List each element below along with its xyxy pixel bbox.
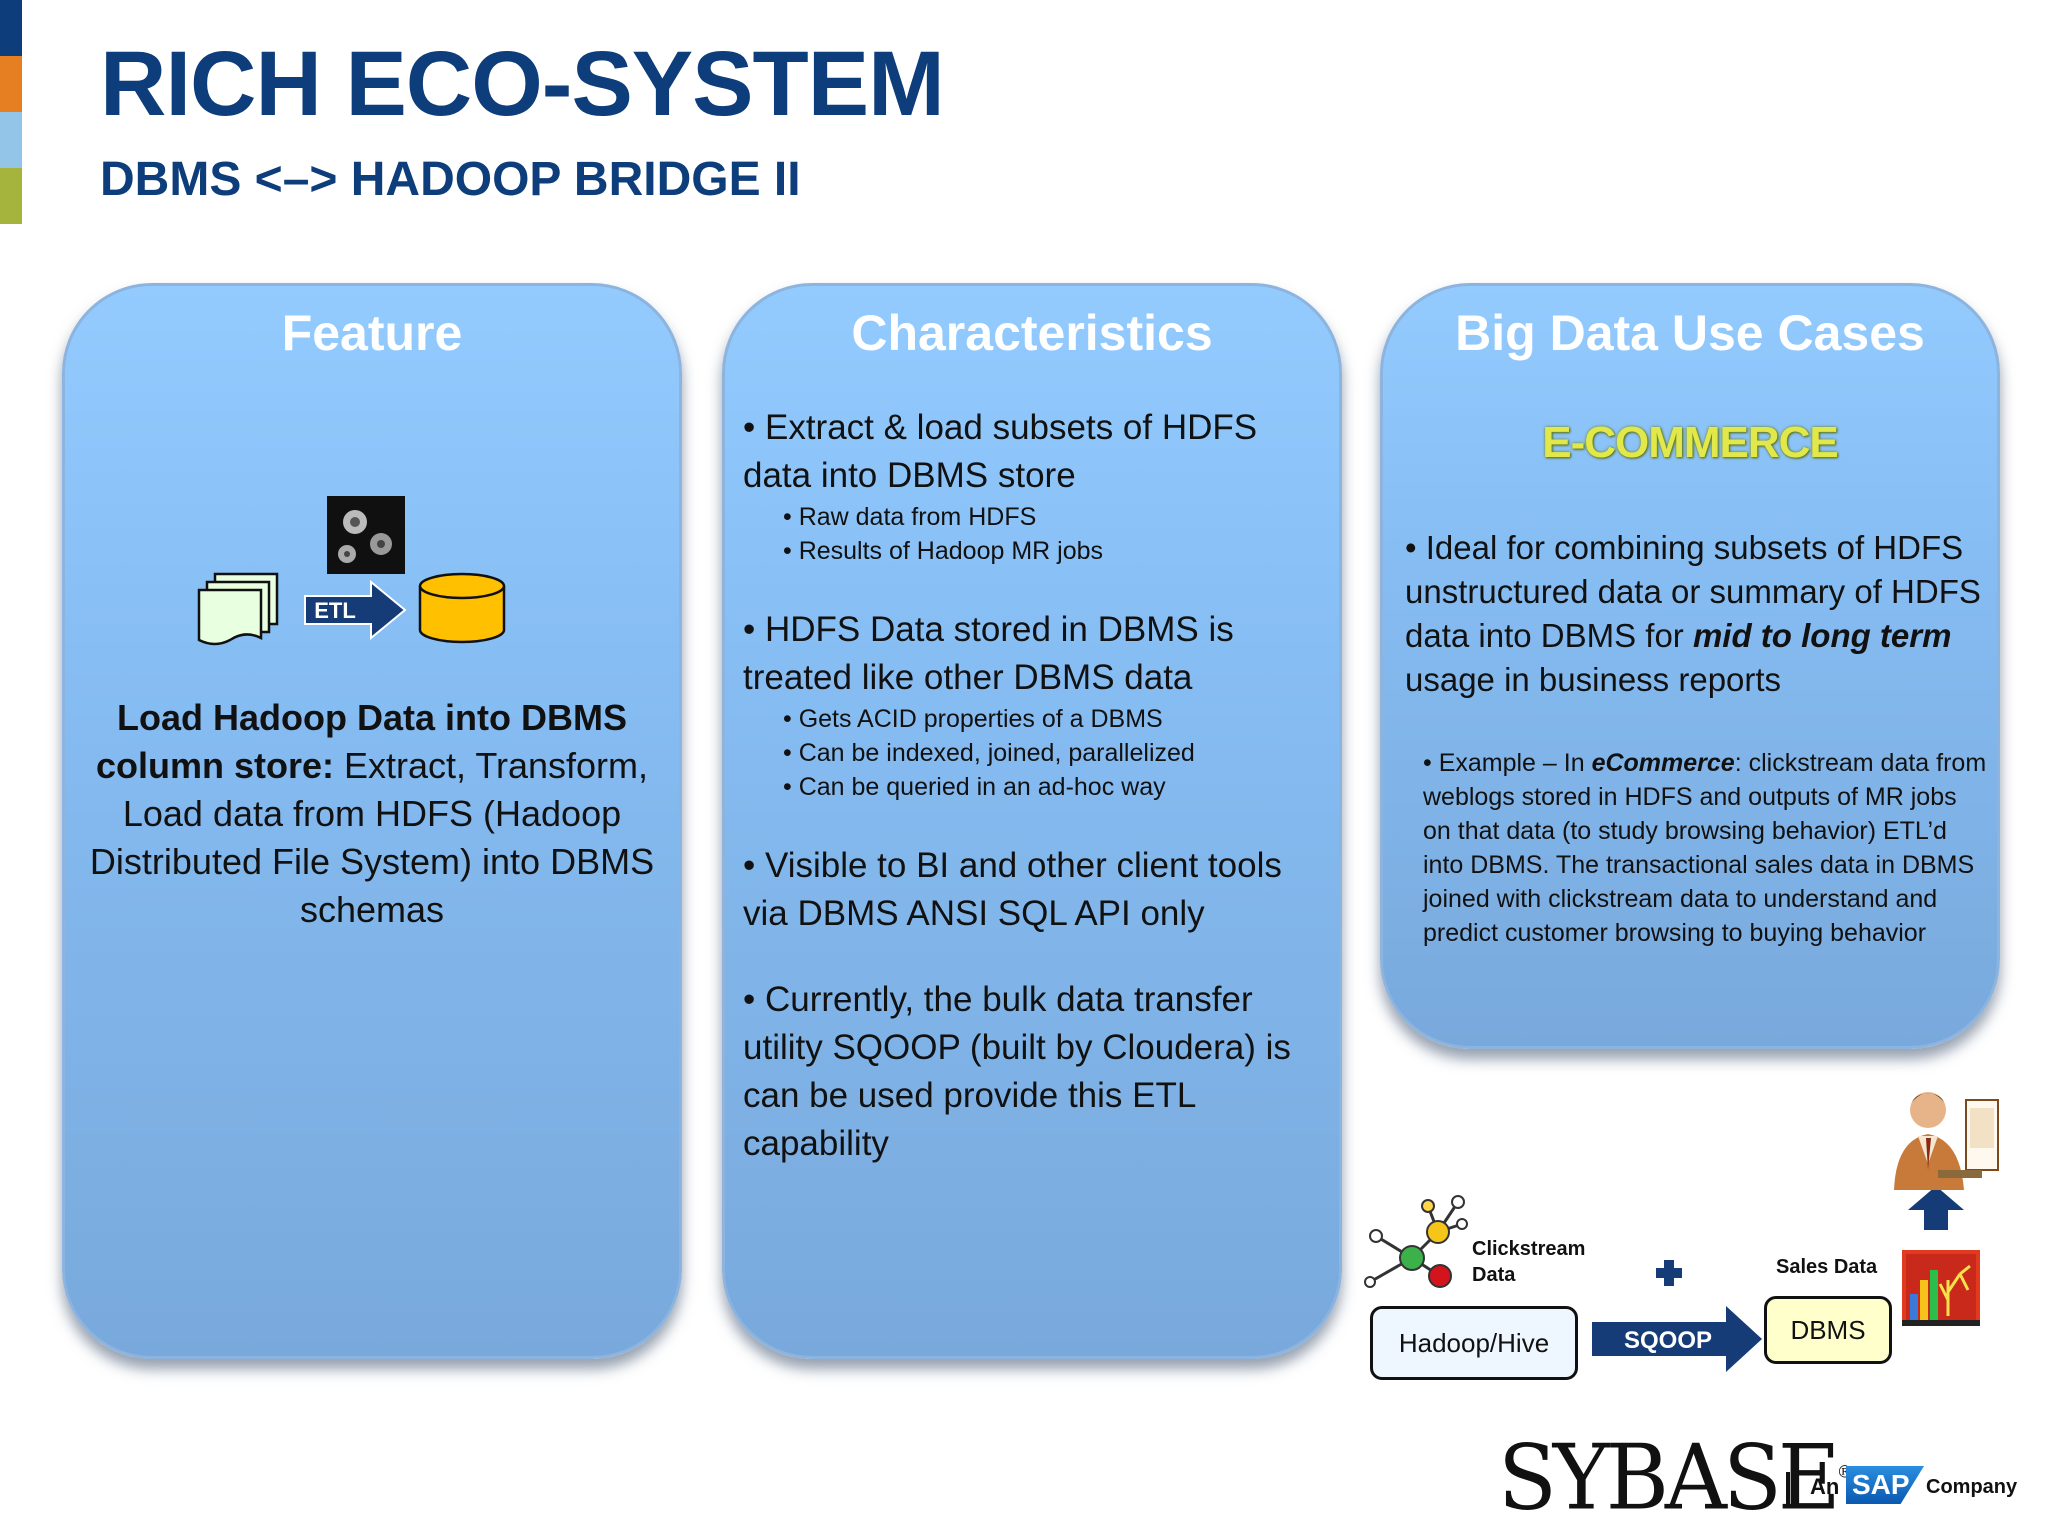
sap-logo: SAP: [1846, 1466, 1924, 1504]
page-title: RICH ECO-SYSTEM: [100, 33, 945, 135]
up-arrow-icon: [1908, 1186, 1964, 1230]
sub-bullet-acid: • Gets ACID properties of a DBMS: [783, 705, 1163, 733]
accent-stripe-green: [0, 168, 22, 224]
gears-icon: [327, 496, 405, 574]
bullet-sqoop: • Currently, the bulk data transfer util…: [743, 980, 1291, 1163]
logo-separator: [1786, 1472, 1790, 1508]
accent-stripe-navy: [0, 0, 22, 56]
characteristics-list: • Extract & load subsets of HDFS data in…: [743, 404, 1325, 1168]
characteristics-panel: Characteristics • Extract & load subsets…: [722, 283, 1342, 1359]
etl-label: ETL: [314, 598, 356, 623]
bullet-hdfs-stored: • HDFS Data stored in DBMS is treated li…: [743, 610, 1234, 697]
ecommerce-tag: E-COMMERCE: [1542, 418, 1839, 467]
clickstream-line2: Data: [1472, 1264, 1516, 1286]
accent-stripe-orange: [0, 56, 22, 112]
use-case-example: • Example – In eCommerce: clickstream da…: [1423, 746, 1987, 950]
documents-icon: [197, 572, 279, 646]
feature-description-bold: Load Hadoop Data into DBMS column store:: [95, 697, 627, 786]
plus-icon: [1656, 1260, 1682, 1286]
sap-company-text: Company: [1926, 1476, 2018, 1498]
use-case-emphasis: mid to long term: [1692, 617, 1952, 654]
sub-bullet-adhoc: • Can be queried in an ad-hoc way: [783, 773, 1166, 801]
hadoop-hive-box: Hadoop/Hive: [1370, 1306, 1578, 1380]
sybase-logo-text: SYBASE: [1498, 1425, 1841, 1531]
example-text-a: • Example – In: [1423, 749, 1592, 777]
use-case-description: • Ideal for combining subsets of HDFS un…: [1405, 526, 1987, 702]
network-icon: [1364, 1195, 1468, 1288]
page-subtitle: DBMS <–> HADOOP BRIDGE II: [100, 153, 801, 206]
database-icon: [418, 572, 506, 644]
bullet-visible-bi: • Visible to BI and other client tools v…: [743, 846, 1282, 933]
clickstream-label: Clickstream Data: [1472, 1236, 1585, 1288]
example-emphasis: eCommerce: [1591, 749, 1735, 777]
sub-bullet-raw-data: • Raw data from HDFS: [783, 503, 1037, 531]
use-cases-panel: Big Data Use Cases E-COMMERCE • Ideal fo…: [1380, 283, 2000, 1049]
sqoop-label: SQOOP: [1624, 1327, 1712, 1354]
sybase-logo: SYBASE®: [1498, 1433, 1853, 1523]
sub-bullet-indexed: • Can be indexed, joined, parallelized: [783, 739, 1195, 767]
feature-heading: Feature: [281, 305, 463, 361]
dbms-box: DBMS: [1764, 1296, 1892, 1364]
clickstream-line1: Clickstream: [1472, 1238, 1586, 1260]
sales-data-label: Sales Data: [1776, 1256, 1878, 1278]
bar-chart-icon: [1902, 1250, 1980, 1326]
accent-stripe-lightblue: [0, 112, 22, 168]
etl-diagram: ETL: [197, 496, 506, 646]
characteristics-heading: Characteristics: [851, 305, 1213, 361]
use-case-text-a: • Ideal for combining subsets of HDFS un…: [1405, 529, 1981, 654]
sap-an-text: An: [1810, 1474, 1840, 1499]
feature-description-rest: Extract, Transform, Load data from HDFS …: [89, 745, 655, 930]
business-user-icon: [1894, 1092, 1999, 1190]
sub-bullet-mr-results: • Results of Hadoop MR jobs: [783, 537, 1104, 565]
feature-description: Load Hadoop Data into DBMS column store:…: [75, 694, 669, 934]
etl-arrow-icon: ETL: [304, 579, 407, 641]
feature-panel: Feature ETL Load Hadoop Data into DBMS c…: [62, 283, 682, 1359]
example-text-b: : clickstream data from weblogs stored i…: [1423, 749, 1987, 947]
sqoop-arrow: SQOOP: [1592, 1306, 1762, 1372]
use-cases-heading: Big Data Use Cases: [1455, 305, 1925, 361]
bullet-extract-load: • Extract & load subsets of HDFS data in…: [743, 408, 1258, 495]
use-case-text-b: usage in business reports: [1405, 661, 1782, 698]
